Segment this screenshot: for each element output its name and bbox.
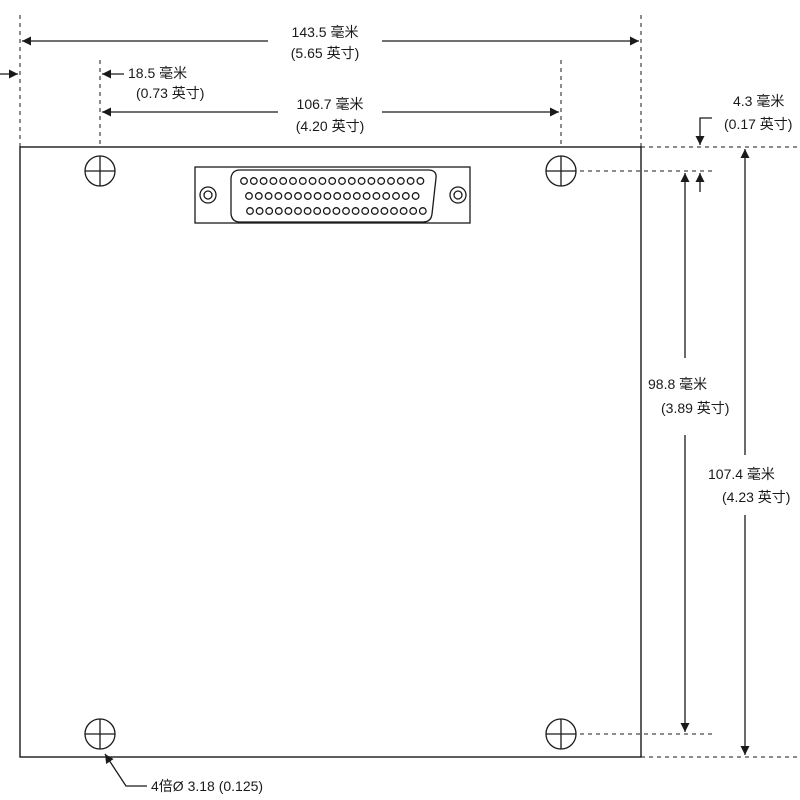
overall-width-inch: (5.65 英寸): [291, 45, 359, 61]
connector-pin: [352, 192, 361, 200]
overall-height-inch: (4.23 英寸): [722, 489, 790, 505]
connector-pin: [411, 192, 420, 200]
d-sub-connector: [194, 166, 471, 224]
hole-callout: 4倍Ø 3.18 (0.125): [104, 753, 263, 794]
connector-pin: [342, 207, 350, 215]
connector-pin: [294, 207, 302, 215]
overall-width-mm: 143.5 毫米: [292, 24, 359, 40]
hole-offset-x-inch: (0.73 英寸): [136, 85, 204, 101]
connector-pin: [246, 207, 254, 215]
connector-pin: [416, 177, 425, 185]
connector-pin: [303, 207, 312, 215]
board-outline: [19, 146, 642, 758]
connector-pin: [347, 177, 356, 185]
mounting-hole: [545, 718, 577, 750]
connector-pin: [298, 177, 307, 185]
hole-spacing-y-inch: (3.89 英寸): [661, 400, 729, 416]
connector-screw-left: [199, 186, 217, 204]
connector-pin: [323, 192, 332, 200]
connector-pin: [274, 192, 283, 200]
connector-pin: [418, 207, 427, 215]
connector-pin: [367, 177, 376, 185]
hole-offset-x-dimension: 18.5 毫米 (0.73 英寸): [0, 65, 204, 101]
connector-pin: [351, 207, 360, 215]
connector-pin: [303, 192, 312, 200]
connector-pin: [401, 192, 410, 200]
connector-pin: [259, 177, 268, 185]
connector-screw-right: [449, 186, 467, 204]
connector-pin: [343, 192, 351, 200]
hole-spacing-x-inch: (4.20 英寸): [296, 118, 364, 134]
overall-width-dimension: 143.5 毫米 (5.65 英寸): [22, 24, 639, 61]
hole-spacing-y-dimension: 98.8 毫米 (3.89 英寸): [648, 173, 729, 732]
extension-lines: [19, 15, 800, 758]
connector-pin: [313, 192, 322, 200]
connector-pin: [322, 207, 331, 215]
connector-pin: [362, 192, 371, 200]
connector-pin: [377, 177, 386, 185]
connector-pin: [370, 207, 379, 215]
connector-pin: [390, 207, 398, 215]
hole-offset-y-mm: 4.3 毫米: [733, 93, 784, 109]
connector-pin: [318, 177, 327, 185]
connector-pin: [396, 177, 405, 185]
connector-pin: [357, 177, 366, 185]
hole-callout-text: 4倍Ø 3.18 (0.125): [151, 778, 263, 794]
connector-pin: [333, 192, 342, 200]
connector-shell: [230, 169, 437, 223]
connector-pin: [382, 192, 391, 200]
mounting-hole: [84, 718, 116, 750]
connector-pin: [279, 177, 288, 185]
connector-pin: [380, 207, 389, 215]
hole-spacing-x-dimension: 106.7 毫米 (4.20 英寸): [102, 96, 559, 134]
mounting-hole: [545, 155, 577, 187]
connector-pin: [308, 177, 317, 185]
connector-pin: [269, 177, 278, 185]
connector-pin: [240, 177, 248, 185]
connector-pin: [399, 207, 408, 215]
connector-pin: [406, 177, 415, 185]
mounting-hole: [84, 155, 116, 187]
connector-pin: [338, 177, 346, 185]
connector-pin: [265, 207, 274, 215]
overall-height-dimension: 107.4 毫米 (4.23 英寸): [708, 149, 790, 755]
connector-pin: [361, 207, 370, 215]
connector-pin: [274, 207, 283, 215]
connector-pin: [392, 192, 400, 200]
connector-pin: [387, 177, 395, 185]
connector-pins: [240, 177, 427, 215]
connector-pin: [284, 192, 293, 200]
connector-pin: [409, 207, 418, 215]
connector-pin: [328, 177, 337, 185]
hole-spacing-x-mm: 106.7 毫米: [297, 96, 364, 112]
connector-pin: [254, 192, 263, 200]
connector-pin: [313, 207, 322, 215]
connector-pin: [245, 192, 253, 200]
connector-pin: [255, 207, 264, 215]
connector-pin: [332, 207, 341, 215]
hole-spacing-y-mm: 98.8 毫米: [648, 376, 707, 392]
connector-pin: [294, 192, 302, 200]
connector-pin: [264, 192, 273, 200]
connector-pin: [372, 192, 381, 200]
connector-pin: [284, 207, 293, 215]
hole-offset-y-inch: (0.17 英寸): [724, 116, 792, 132]
connector-pin: [289, 177, 297, 185]
hole-offset-y-dimension: 4.3 毫米 (0.17 英寸): [695, 93, 792, 192]
hole-offset-x-mm: 18.5 毫米: [128, 65, 187, 81]
connector-pin: [249, 177, 258, 185]
overall-height-mm: 107.4 毫米: [708, 466, 775, 482]
